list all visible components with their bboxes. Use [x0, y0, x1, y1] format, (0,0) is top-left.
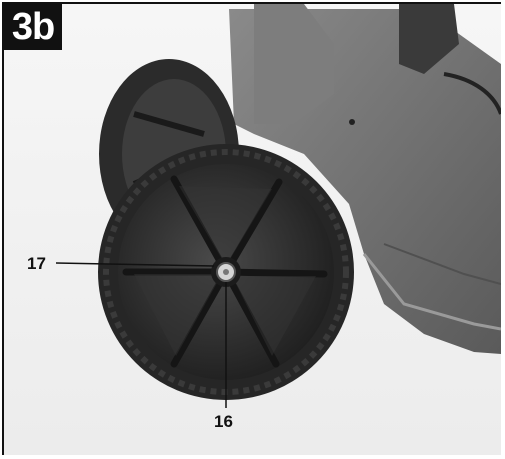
lawnmower-wheel-photo: [4, 4, 501, 455]
front-wheel: [98, 144, 354, 400]
mower-deck: [229, 4, 501, 354]
callout-17-leader: [55, 262, 215, 267]
callout-16-label: 16: [214, 412, 233, 431]
callout-17-label: 17: [27, 254, 46, 273]
figure-label-badge: 3b: [4, 4, 62, 50]
